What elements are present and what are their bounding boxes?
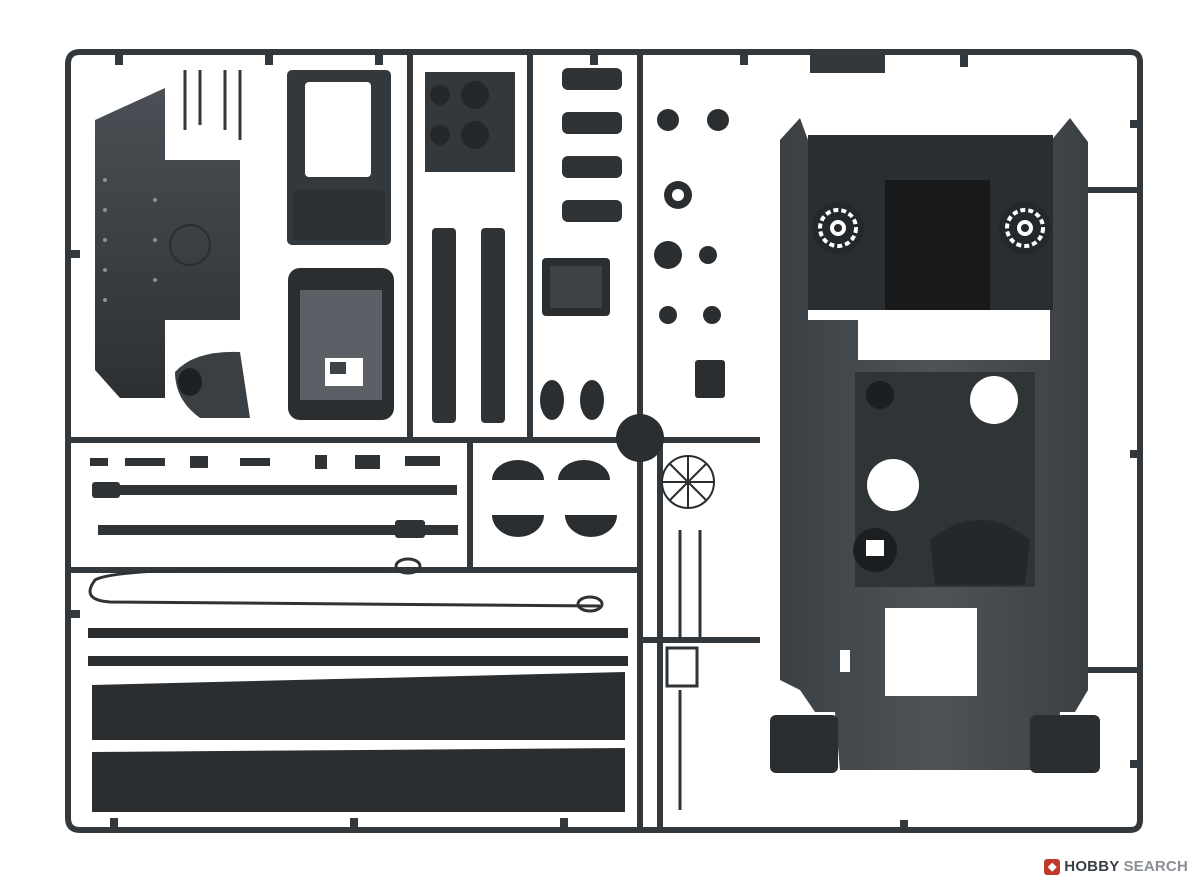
watermark: ◆ HOBBY SEARCH	[1044, 858, 1188, 875]
hatch-frame	[287, 70, 391, 245]
long-beams	[432, 228, 505, 423]
gate-tabs	[70, 55, 1140, 830]
spoked-wheel	[616, 414, 715, 509]
fan-right	[999, 202, 1051, 254]
watermark-part2: SEARCH	[1123, 858, 1188, 875]
fan-left	[812, 202, 864, 254]
cylinder-parts	[562, 68, 622, 222]
small-parts-top-left	[183, 70, 242, 140]
round-parts	[654, 109, 729, 398]
side-armor-plate	[95, 88, 240, 398]
half-round-parts	[492, 460, 617, 537]
long-rods	[92, 482, 458, 538]
drop-parts	[540, 380, 604, 420]
ladder-parts	[665, 530, 702, 810]
track-strips	[88, 628, 628, 812]
watermark-part1: HOBBY	[1064, 858, 1120, 875]
hull-main	[770, 118, 1100, 773]
wheel-cluster	[425, 72, 515, 172]
box-part	[542, 258, 610, 316]
tow-cable	[88, 557, 604, 613]
hobbysearch-logo-icon: ◆	[1044, 858, 1061, 875]
hatch-body	[288, 268, 394, 420]
vent-part	[175, 351, 250, 418]
small-clips-row	[90, 455, 440, 469]
